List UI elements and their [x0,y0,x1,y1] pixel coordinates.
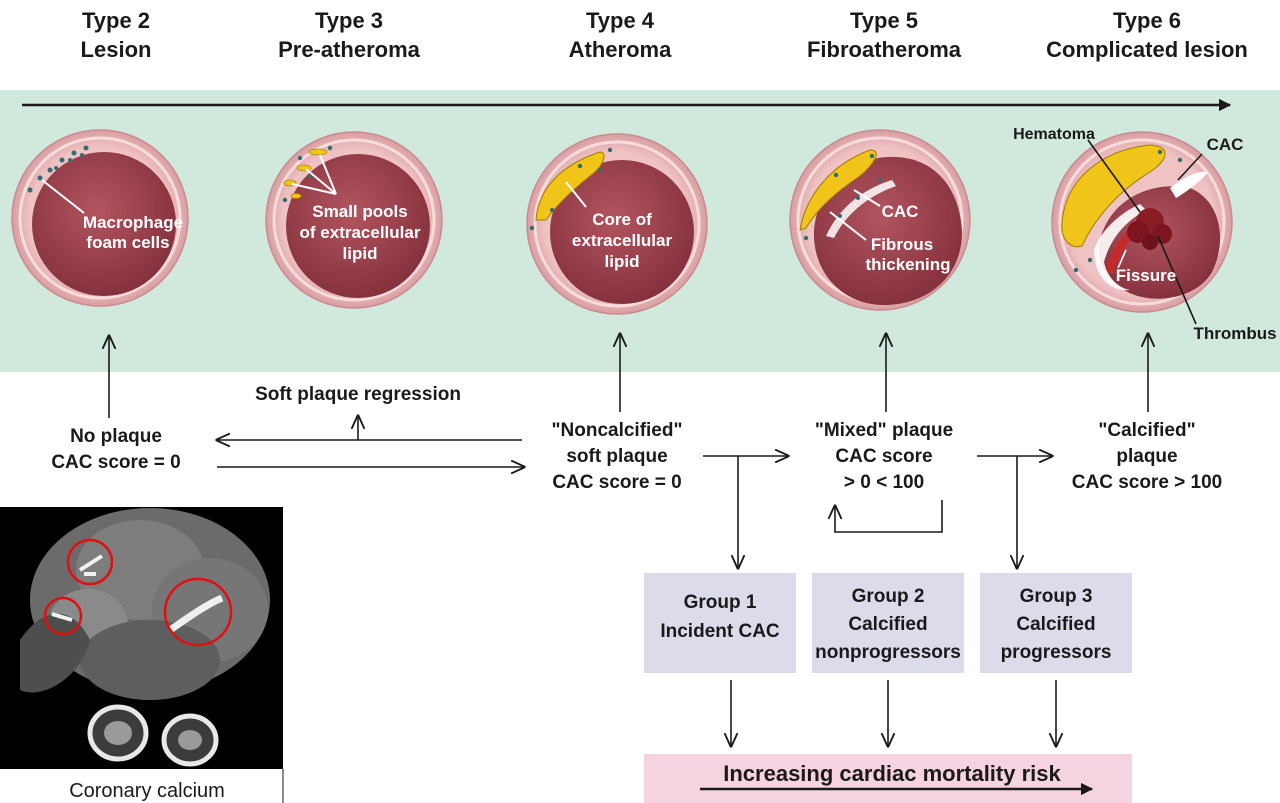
header-type2-type: Type 2 [82,8,150,33]
thrombus [1127,208,1172,250]
stage-no-plaque: No plaque CAC score = 0 [51,426,180,473]
calcium-marker-3 [163,577,233,647]
mixed-line1: "Mixed" plaque [815,420,953,441]
mixed-line3: > 0 < 100 [844,472,924,493]
soft-plaque-regression: Soft plaque regression [255,384,461,405]
fibrous-cap [826,180,896,238]
label-type5-cac: CAC [882,202,919,221]
flow-arrows [217,416,1052,568]
noncalcified-line3: CAC score = 0 [552,472,681,493]
label-fibrous-2: thickening [865,255,950,274]
label-small-pools-1: Small pools [312,202,407,221]
artery-type4: Core of extracellular lipid [526,133,708,315]
lipid-core [1061,144,1166,248]
calcified-line1: "Calcified" [1098,420,1195,441]
macrophage-cells [27,145,89,193]
artery-type6: Hematoma CAC Fissure Thrombus [1013,126,1276,343]
group-1-line1: Group 1 [684,592,757,613]
label-fibrous-1: Fibrous [871,235,933,254]
header-type4-name: Atheroma [569,37,672,62]
label-macrophage-1: Macrophage [83,213,183,232]
risk-label: Increasing cardiac mortality risk [723,761,1061,786]
noncalcified-line1: "Noncalcified" [552,420,683,441]
artery-type5: CAC Fibrous thickening [789,129,971,311]
header-type4-type: Type 4 [586,8,655,33]
label-small-pools-3: lipid [343,244,378,263]
calcium-marker-1 [66,538,114,586]
stage-mixed: "Mixed" plaque CAC score > 0 < 100 [815,420,953,493]
group-2-box: Group 2 Calcified nonprogressors [812,573,964,673]
group-2-line3: nonprogressors [815,642,961,663]
header-type2-name: Lesion [81,37,152,62]
header-type3-type: Type 3 [315,8,383,33]
label-type6-cac: CAC [1207,135,1244,154]
stage-up-arrows [109,334,1148,418]
label-small-pools-2: of extracellular [300,223,421,242]
no-plaque-line1: No plaque [70,426,162,447]
group-1-box: Group 1 Incident CAC [644,573,796,673]
lumen [813,156,962,305]
calcified-line3: CAC score > 100 [1072,472,1223,493]
group-down-arrows [731,680,1056,746]
ct-caption: Coronary calcium [69,780,225,802]
label-thrombus: Thrombus [1193,324,1276,343]
label-core-2: extracellular [572,231,673,250]
calcified-line2: plaque [1116,446,1177,467]
header-type3-name: Pre-atheroma [278,37,421,62]
mortality-risk-bar: Increasing cardiac mortality risk [644,754,1132,803]
noncalcified-line2: soft plaque [566,446,667,467]
artery-type3: Small pools of extracellular lipid [265,131,443,309]
mixed-line2: CAC score [835,446,932,467]
label-core-3: lipid [605,252,640,271]
group-2-line2: Calcified [848,614,927,635]
ct-scan-image: Coronary calcium [0,507,284,803]
label-fissure: Fissure [1116,266,1176,285]
header-type6-type: Type 6 [1113,8,1181,33]
no-plaque-line2: CAC score = 0 [51,452,180,473]
stage-calcified: "Calcified" plaque CAC score > 100 [1072,420,1223,493]
group-3-line3: progressors [1001,642,1112,663]
header-type5-type: Type 5 [850,8,918,33]
group-2-line1: Group 2 [852,586,925,607]
group-3-line1: Group 3 [1020,586,1093,607]
label-core-1: Core of [592,210,652,229]
lipid-core [799,149,877,231]
artery-type2: Macrophage foam cells [11,129,189,307]
header-type5-name: Fibroatheroma [807,37,962,62]
column-headers: Type 2 Lesion Type 3 Pre-atheroma Type 4… [81,8,1248,62]
header-type6-name: Complicated lesion [1046,37,1248,62]
calcium-marker-2 [43,596,83,636]
group-1-line2: Incident CAC [660,621,780,642]
cac-deposit [1170,171,1208,198]
group-3-line2: Calcified [1016,614,1095,635]
label-hematoma: Hematoma [1013,126,1095,143]
label-macrophage-2: foam cells [86,233,169,252]
stage-noncalcified: "Noncalcified" soft plaque CAC score = 0 [552,420,683,493]
group-3-box: Group 3 Calcified progressors [980,573,1132,673]
